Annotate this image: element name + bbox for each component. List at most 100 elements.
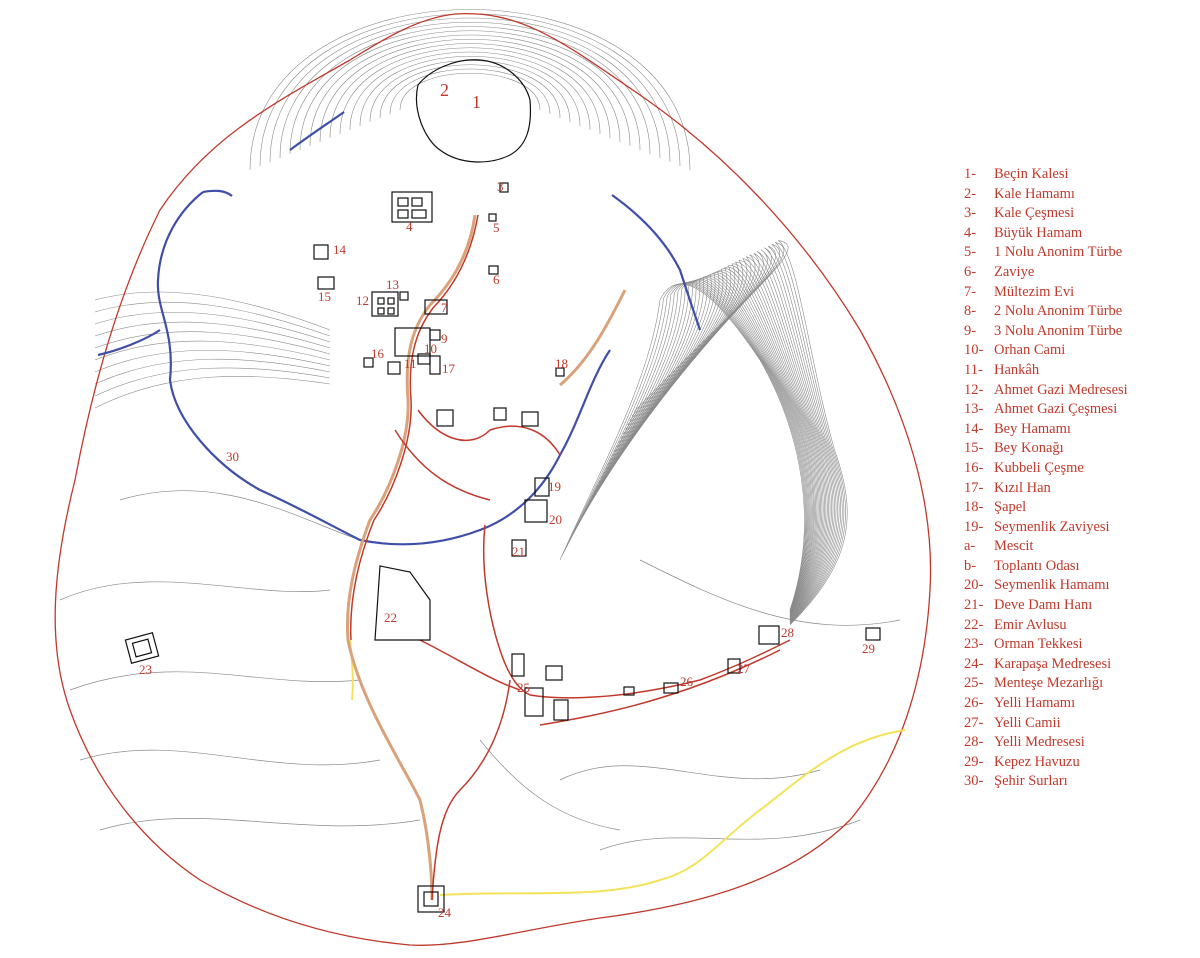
contour-line: [94, 321, 331, 349]
legend-name: Zaviye: [994, 263, 1035, 280]
building-3: [499, 182, 509, 193]
legend-key: 16-: [964, 459, 984, 476]
contour-line: [591, 272, 820, 617]
legend-key: 29-: [964, 753, 984, 770]
building-16: [363, 357, 374, 368]
building-15: [317, 276, 335, 290]
contour-line: [99, 818, 421, 831]
building-13: [399, 291, 409, 301]
building-21: [511, 539, 527, 557]
contour-line: [564, 283, 807, 612]
building-9: [429, 329, 441, 341]
legend-name: Toplantı Odası: [994, 557, 1080, 574]
contour-line: [573, 280, 811, 613]
legend-item: 3-Kale Çeşmesi: [964, 204, 1194, 224]
contour-line: [575, 279, 812, 614]
legend-item: 10-Orhan Cami: [964, 341, 1194, 361]
legend-item: 19-Seymenlik Zaviyesi: [964, 518, 1194, 538]
map-label-20: 20: [549, 512, 562, 527]
legend-item: 28-Yelli Medresesi: [964, 733, 1194, 753]
building-27: [727, 658, 741, 674]
legend-name: Bey Konağı: [994, 440, 1064, 457]
building-22: [374, 565, 431, 641]
map-label-19: 19: [548, 479, 561, 494]
contour-line: [479, 739, 621, 831]
legend-item: 24- Karapaşa Medresesi: [964, 655, 1194, 675]
legend-key: 21-: [964, 597, 984, 614]
map-label-9: 9: [441, 331, 448, 346]
legend-key: 14-: [964, 420, 984, 437]
map-label-14: 14: [333, 242, 347, 257]
map-label-17: 17: [442, 361, 456, 376]
legend-item: 14- Bey Hamamı: [964, 420, 1194, 440]
legend-name: Yelli Camii: [994, 714, 1061, 731]
roads-tan: [346, 214, 627, 901]
legend-name: 2 Nolu Anonim Türbe: [994, 303, 1123, 320]
legend-name: Büyük Hamam: [994, 224, 1083, 241]
contour-line: [634, 240, 848, 626]
map-label-24: 24: [438, 905, 452, 920]
map-label-27: 27: [737, 661, 751, 676]
map-labels: 1 2 3 4 5 6 7 9 10 11 12 13 14 15 16 17 …: [139, 80, 875, 920]
legend-name: Deve Damı Hanı: [994, 597, 1093, 614]
map-label-13: 13: [386, 277, 399, 292]
contour-line: [94, 376, 331, 409]
contour-line: [349, 51, 591, 131]
legend-name: Mescit: [994, 538, 1034, 555]
map-label-3: 3: [497, 179, 504, 194]
map-label-7: 7: [441, 300, 448, 315]
map-label-2: 2: [440, 80, 449, 100]
contour-line: [369, 60, 571, 123]
map-label-28: 28: [781, 625, 794, 640]
building-19: [534, 477, 550, 497]
legend-key: 27-: [964, 714, 984, 731]
terrain-contours: [59, 9, 901, 851]
legend-item: 30-Şehir Surları: [964, 772, 1194, 792]
contour-line: [69, 671, 361, 691]
contour-line: [559, 283, 805, 611]
contour-line: [579, 278, 814, 615]
building-4: [391, 191, 433, 223]
map-label-5: 5: [493, 220, 500, 235]
legend-key: 5-: [964, 244, 977, 261]
legend-key: 12-: [964, 381, 984, 398]
legend-item: 15-Bey Konağı: [964, 439, 1194, 459]
map-label-25: 25: [517, 680, 530, 695]
building-14: [313, 244, 329, 260]
contour-line: [582, 276, 815, 615]
contour-line: [79, 749, 381, 766]
roads-red: [349, 214, 791, 901]
building-24: [417, 885, 445, 913]
contour-line: [119, 490, 361, 541]
legend-name: Menteşe Mezarlığı: [994, 675, 1104, 692]
legend-item: 9-3 Nolu Anonim Türbe: [964, 322, 1194, 342]
legend-key: b-: [964, 557, 977, 574]
legend-name: 3 Nolu Anonim Türbe: [994, 322, 1123, 339]
legend-name: Beçin Kalesi: [994, 166, 1069, 182]
legend-key: 4-: [964, 224, 977, 241]
building-6: [488, 265, 499, 275]
legend-key: 13-: [964, 401, 984, 418]
map-label-18: 18: [555, 356, 568, 371]
map-label-6: 6: [493, 272, 500, 287]
building-7: [424, 299, 448, 315]
legend-key: 10-: [964, 342, 984, 359]
contour-line: [94, 358, 331, 385]
building-footprints: [124, 59, 881, 913]
contour-line: [359, 56, 581, 127]
legend-item: a-Mescit: [964, 537, 1194, 557]
legend-key: 20-: [964, 577, 984, 594]
legend-name: Karapaşa Medresesi: [994, 655, 1112, 672]
map-label-29: 29: [862, 641, 875, 656]
building-25b: [524, 687, 544, 717]
legend-item: 4- Büyük Hamam: [964, 224, 1194, 244]
legend-key: 24-: [964, 655, 984, 672]
legend-name: Bey Hamamı: [994, 420, 1071, 437]
legend-item: 13-Ahmet Gazi Çeşmesi: [964, 400, 1194, 420]
map-label-11: 11: [404, 356, 417, 371]
legend-item: 29-Kepez Havuzu: [964, 753, 1194, 773]
legend-key: 25-: [964, 675, 984, 692]
legend-name: Hankâh: [994, 361, 1040, 378]
contour-line: [598, 268, 824, 618]
legend-item: 2-Kale Hamamı: [964, 185, 1194, 205]
